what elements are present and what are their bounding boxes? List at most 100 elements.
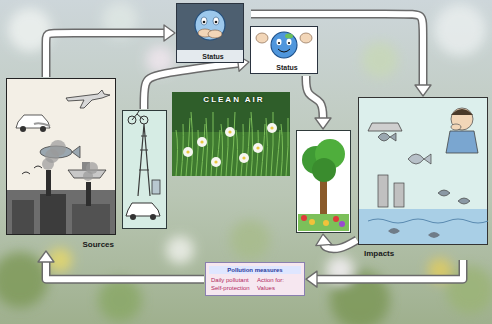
impacts-box-picture-part	[408, 154, 431, 164]
clean-air-photo-picture-part	[172, 92, 290, 176]
clean-air-photo-picture-part	[256, 146, 259, 149]
clean-air-photo-picture-part	[228, 130, 231, 133]
clean-air-photo-picture-part	[200, 140, 203, 143]
cycle-arrow-part	[314, 260, 463, 279]
status-box-picture-part	[208, 30, 222, 38]
clean-air-photo-picture-part	[239, 153, 249, 163]
status-box-picture-part	[215, 21, 218, 24]
impacts-box-picture-part	[378, 133, 396, 141]
node-label: Status	[176, 53, 250, 62]
clean-air-photo-picture-part	[211, 157, 221, 167]
clean-air-photo-picture-part	[196, 130, 198, 176]
clean-air-photo: CLEAN AIR	[172, 92, 296, 176]
clean-air-photo-picture-part	[286, 118, 288, 176]
cycle-arrow-part	[46, 259, 204, 279]
sources-box-picture-part	[12, 200, 34, 234]
cycle-arrows-part-part	[315, 118, 331, 129]
clean-air-photo-picture-part	[197, 137, 207, 147]
clean-air-photo-picture-part	[211, 112, 213, 176]
cycle-arrow-part	[306, 271, 317, 287]
traffic-picture-part	[138, 124, 150, 196]
clean-air-photo-picture-part	[242, 156, 245, 159]
impacts-box: Impacts	[358, 97, 488, 259]
clean-air-photo-picture-part	[246, 118, 250, 176]
impacts-box-picture-part	[451, 108, 473, 130]
sources-box-picture-part	[20, 126, 26, 132]
status-box-picture-part	[213, 17, 219, 25]
clean-air-photo-picture-part	[251, 112, 253, 176]
status-box-picture-part	[288, 42, 290, 44]
text-group: Status	[176, 53, 250, 62]
flower-blur-part	[230, 220, 270, 260]
text-group: Status	[250, 64, 324, 73]
sources-box-picture-part	[72, 204, 110, 234]
measures-item: Daily pollutant	[209, 276, 255, 284]
sources-box-picture-part	[7, 79, 116, 235]
sources-box-picture-part	[40, 126, 46, 132]
clean-air-photo-picture-part	[221, 124, 223, 176]
tree-picture-part	[333, 216, 339, 222]
clean-air-photo-picture-part	[267, 123, 277, 133]
status-box-picture-part	[203, 21, 206, 24]
tree-picture	[297, 131, 351, 233]
clean-air-photo-picture-part	[271, 112, 273, 176]
tree-picture-part	[297, 131, 351, 233]
clean-air-photo-picture-part	[176, 130, 178, 176]
clean-air-photo-picture-part	[253, 143, 263, 153]
cycle-arrow	[46, 25, 175, 77]
cycle-arrow-part	[38, 251, 54, 262]
sources-box-picture-part	[86, 182, 91, 206]
node-label: CLEAN AIR	[172, 95, 296, 105]
sources-box-picture-part	[16, 115, 50, 128]
measures-item: Action for:	[255, 276, 301, 284]
flower-blur-part	[446, 266, 492, 314]
clean-air-photo-picture-part	[256, 130, 258, 176]
node-label: Impacts	[364, 249, 394, 259]
sources-box-picture-part	[46, 170, 51, 196]
sources-box-picture-part	[50, 140, 66, 156]
clean-air-photo-picture-part	[231, 112, 235, 176]
impacts-box-picture-part	[378, 175, 388, 207]
impacts-box-picture-part	[359, 98, 488, 245]
impacts-box-picture-part	[388, 228, 440, 238]
status-box-picture-part	[300, 33, 312, 43]
flower-blur-part	[434, 4, 486, 56]
measures-item: Values	[255, 284, 301, 292]
flower-blur-part	[98, 278, 142, 322]
traffic-picture-part	[123, 111, 167, 229]
clean-air-photo-picture-part	[226, 118, 228, 176]
sources-box-picture-part	[7, 190, 115, 234]
text-group: Impacts	[364, 249, 394, 259]
measures-box: Pollution measuresDaily pollutantAction …	[205, 262, 305, 296]
sources-box-picture-part	[40, 194, 66, 234]
traffic-picture	[123, 111, 167, 229]
impacts-box-picture-part	[446, 131, 478, 153]
node-label: Sources	[82, 240, 114, 250]
clean-air-photo-picture-part	[216, 130, 220, 176]
status-box-picture-part	[256, 33, 268, 43]
clean-air-photo-picture-part	[206, 118, 208, 176]
sources-box-picture-part	[72, 146, 80, 158]
text-group: CLEAN AIR	[172, 95, 296, 105]
tree-picture-part	[301, 215, 307, 221]
clean-air-photo-picture-part	[191, 112, 193, 176]
cycle-arrow-part	[46, 259, 204, 279]
status-box-picture-part	[278, 42, 280, 44]
sources-box: Sources	[6, 78, 116, 250]
cycle-arrow-part	[314, 260, 463, 279]
cycle-arrows-part-part	[316, 234, 332, 246]
cycle-arrows	[144, 55, 357, 248]
cycle-arrow-part	[164, 25, 175, 41]
status-box-picture-part	[285, 34, 293, 39]
node-label: Status	[250, 64, 324, 73]
status-box: Status	[250, 26, 324, 74]
status-box-picture-part	[287, 39, 292, 46]
impacts-box-picture-part	[451, 109, 473, 115]
status-box-picture-part	[201, 17, 207, 25]
traffic-picture-part	[126, 203, 160, 216]
flower-blur-part	[166, 236, 194, 264]
